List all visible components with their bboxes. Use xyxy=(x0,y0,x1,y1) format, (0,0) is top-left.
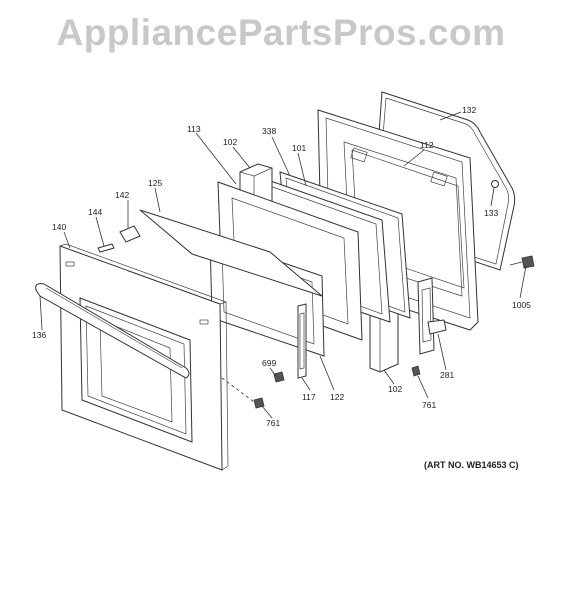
part-labels: 132 113 102 338 101 112 142 125 144 140 … xyxy=(32,105,531,428)
part-1005-fastener xyxy=(509,255,535,269)
label-338: 338 xyxy=(262,126,276,136)
label-142: 142 xyxy=(115,190,129,200)
label-117: 117 xyxy=(302,392,316,402)
label-132: 132 xyxy=(462,105,476,115)
label-112: 112 xyxy=(420,140,434,150)
part-144-pin xyxy=(97,243,115,253)
part-761-screw-right xyxy=(411,365,421,377)
label-113: 113 xyxy=(187,124,201,134)
label-102-bottom: 102 xyxy=(388,384,402,394)
label-122: 122 xyxy=(330,392,344,402)
label-281: 281 xyxy=(440,370,454,380)
label-140: 140 xyxy=(52,222,66,232)
part-136-handle xyxy=(35,283,190,379)
leader-lines xyxy=(39,111,527,419)
part-699-screw xyxy=(273,371,285,383)
label-133: 133 xyxy=(484,208,498,218)
part-142-handle-end-cap xyxy=(119,225,141,243)
watermark: AppliancePartsPros.com xyxy=(56,12,506,53)
label-136: 136 xyxy=(32,330,46,340)
label-1005: 1005 xyxy=(512,300,531,310)
part-125-insulation xyxy=(139,209,323,297)
part-281-hinge xyxy=(417,277,447,355)
part-761-screw-left xyxy=(253,397,265,409)
label-144: 144 xyxy=(88,207,102,217)
label-761-right: 761 xyxy=(422,400,436,410)
label-101: 101 xyxy=(292,143,306,153)
art-number: (ART NO. WB14653 C) xyxy=(424,460,519,470)
part-140-outer-door xyxy=(59,243,229,471)
label-699: 699 xyxy=(262,358,276,368)
label-761-left: 761 xyxy=(266,418,280,428)
part-117-bracket xyxy=(297,303,307,379)
label-125: 125 xyxy=(148,178,162,188)
label-102-top: 102 xyxy=(223,137,237,147)
part-133-clip xyxy=(491,180,499,188)
